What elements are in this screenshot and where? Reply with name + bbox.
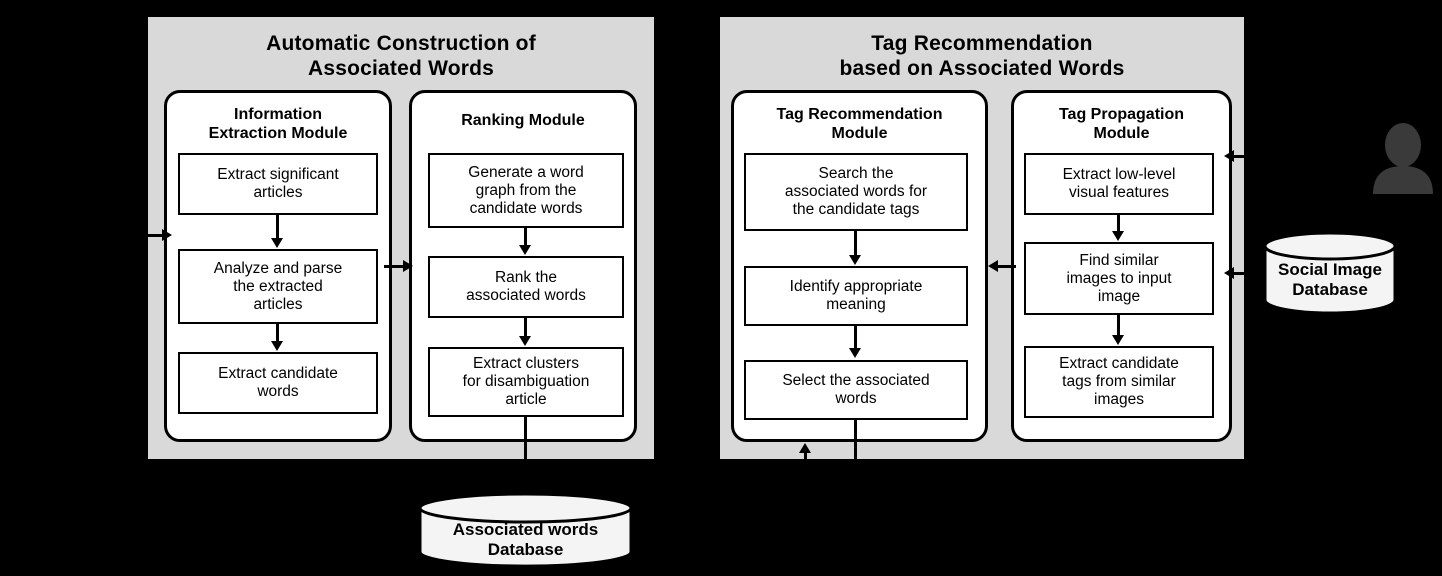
right-panel-title: Tag Recommendation based on Associated W… [839,32,1125,80]
step-search-associated-words: Search the associated words for the cand… [744,153,968,231]
user-silhouette-icon [1367,122,1439,194]
connector-tp-2-3 [1117,315,1120,335]
arrowhead-socialdb-to-tp [1224,267,1234,279]
tag-propagation-module-title: Tag Propagation Module [1058,106,1185,142]
connector-user-to-tp [1232,155,1249,158]
associated-words-database: Associated words Database [418,492,633,568]
step-identify-appropriate-meaning: Identify appropriate meaning [744,266,968,326]
arrowhead-feedback-up [799,443,811,453]
connector-tr-1-2 [854,231,857,255]
step-extract-clusters: Extract clusters for disambiguation arti… [428,347,624,417]
connector-rank-2-3 [524,318,527,336]
connector-feedback-up [804,452,807,470]
step-find-similar-images: Find similar images to input image [1024,242,1214,315]
connector-tp-to-tr [998,265,1016,268]
ranking-module-title: Ranking Module [461,112,585,129]
step-extract-low-level-features: Extract low-level visual features [1024,153,1214,215]
arrowhead-tp-to-tr [988,260,998,272]
arrowhead-rank-1-2 [519,245,531,255]
arrowhead-rank-2-3 [519,336,531,346]
arrowhead-tp-2-3 [1112,335,1124,345]
connector-socialdb-to-tp [1232,272,1264,275]
connector-ie-2-3 [276,324,279,342]
connector-tp-1-2 [1117,215,1120,231]
connector-ie-to-ranking [384,265,404,268]
step-generate-word-graph: Generate a word graph from the candidate… [428,153,624,228]
arrowhead-user-to-tp [1224,150,1234,162]
connector-ie-1-2 [276,215,279,239]
arrowhead-ie-1-2 [271,238,283,248]
step-extract-significant-articles: Extract significant articles [178,153,378,215]
social-image-database: Social Image Database [1263,232,1397,316]
connector-select-words-out [854,420,857,462]
arrowhead-tp-1-2 [1112,231,1124,241]
connector-external-input [146,234,164,237]
step-extract-candidate-tags: Extract candidate tags from similar imag… [1024,346,1214,418]
connector-rank-1-2 [524,228,527,246]
social-image-database-label: Social Image Database [1278,260,1382,299]
left-panel-title: Automatic Construction of Associated Wor… [266,32,536,80]
connector-clusters-to-db [524,417,527,495]
step-extract-candidate-words: Extract candidate words [178,352,378,414]
arrowhead-tr-1-2 [849,255,861,265]
arrowhead-ie-2-3 [271,341,283,351]
step-analyze-and-parse: Analyze and parse the extracted articles [178,249,378,324]
tag-recommendation-module-title: Tag Recommendation Module [776,106,943,142]
step-select-associated-words: Select the associated words [744,360,968,420]
arrowhead-ie-to-ranking [403,260,413,272]
arrowhead-tr-2-3 [849,348,861,358]
connector-tr-2-3 [854,326,857,348]
associated-words-database-label: Associated words Database [452,520,599,559]
information-extraction-module-title: Information Extraction Module [208,106,348,142]
step-rank-associated-words: Rank the associated words [428,256,624,318]
arrowhead-external-input [162,229,172,241]
